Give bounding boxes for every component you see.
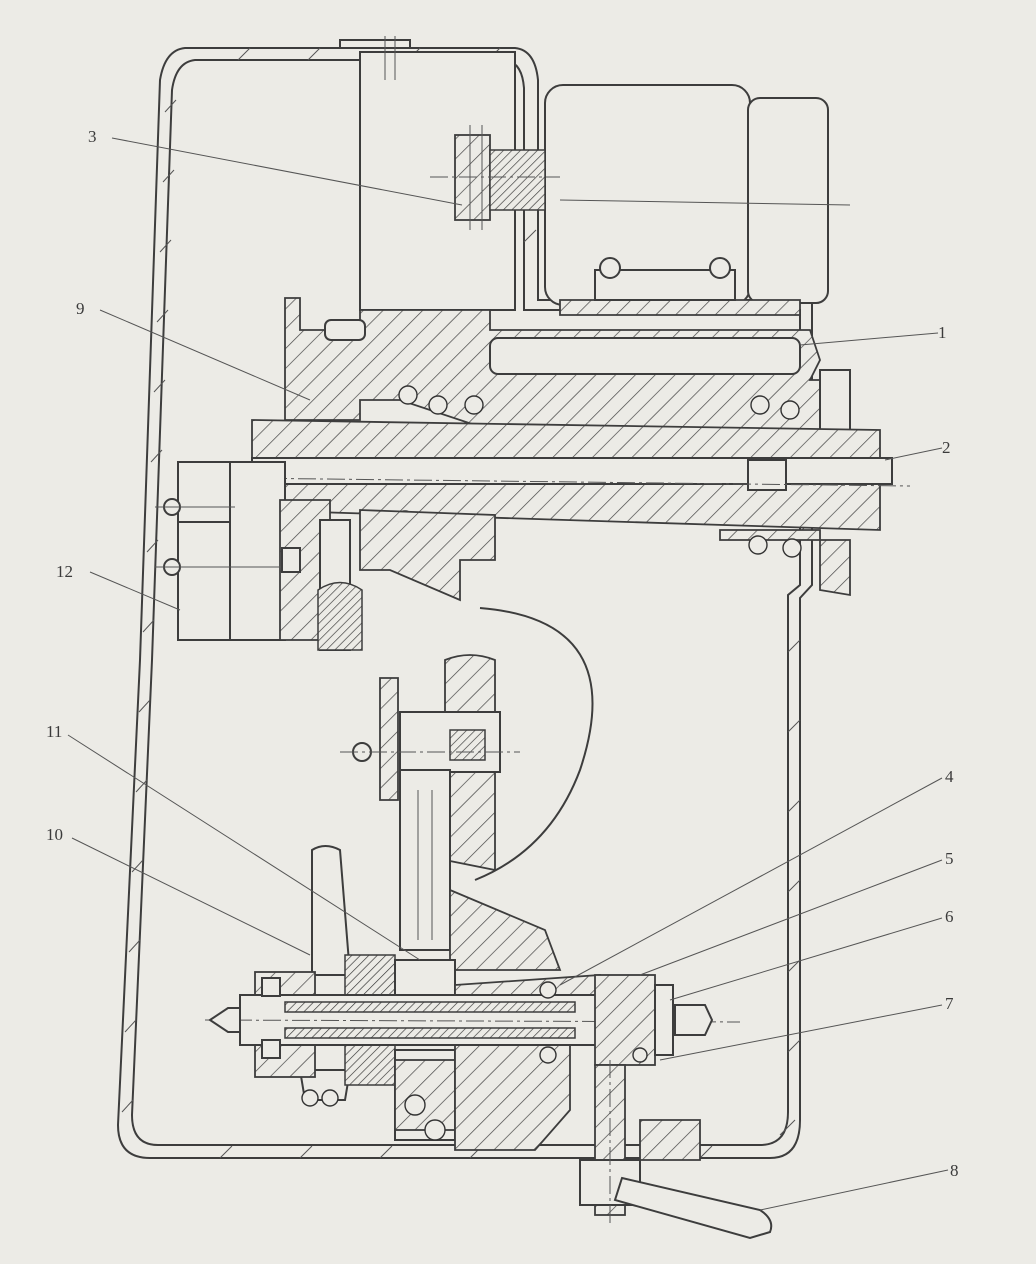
callout-6: 6 [945, 907, 954, 926]
lower-clutch-shaft [204, 845, 741, 1151]
belt-guard-arc [474, 607, 594, 881]
upper-bearing-housing [284, 297, 851, 441]
callout-3: 3 [88, 127, 97, 146]
callout-1: 1 [938, 323, 947, 342]
callout-11: 11 [46, 722, 62, 741]
left-end-pulley-assembly [155, 461, 363, 651]
callout-2: 2 [942, 438, 951, 457]
callout-7: 7 [945, 994, 954, 1013]
callout-8: 8 [950, 1161, 959, 1180]
callout-4: 4 [945, 767, 954, 786]
main-shaft [239, 419, 911, 602]
leader-lines [67, 137, 949, 1211]
callout-labels: 3 9 1 2 12 11 10 4 5 6 7 8 [46, 127, 959, 1180]
control-lever [579, 1060, 773, 1240]
callout-12: 12 [56, 562, 73, 581]
housing-frame [116, 47, 813, 1159]
callout-10: 10 [46, 825, 63, 844]
callout-5: 5 [945, 849, 954, 868]
electric-motor [544, 84, 851, 316]
motor-pulley [430, 125, 560, 230]
intermediate-pulley [340, 654, 562, 971]
callout-9: 9 [76, 299, 85, 318]
